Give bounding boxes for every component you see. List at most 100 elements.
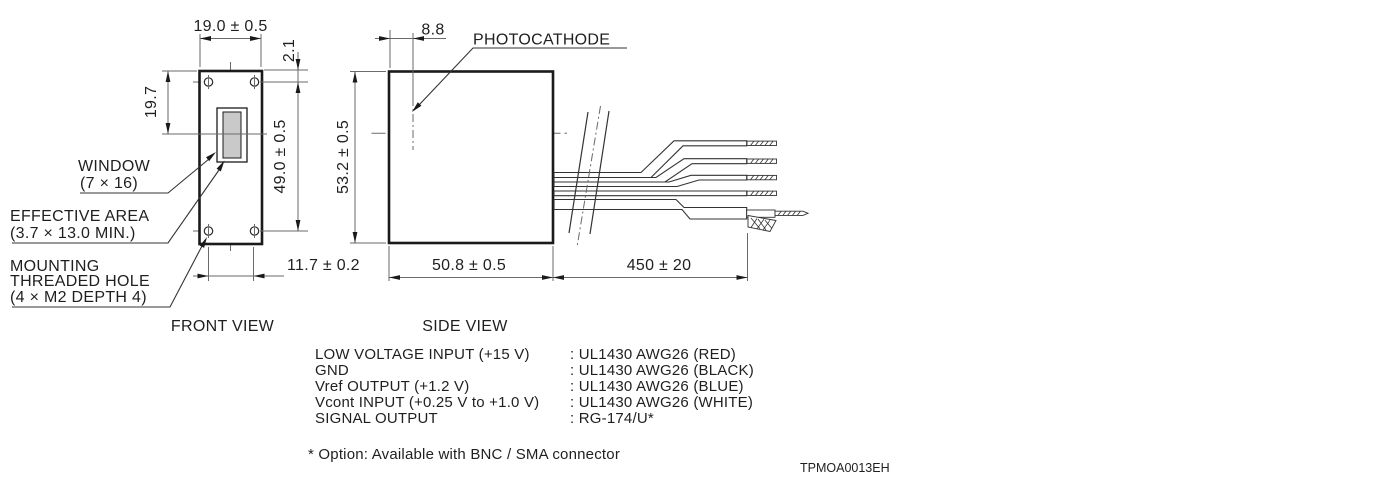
hatch [754, 175, 760, 181]
coax-termination [746, 209, 810, 233]
break-line [589, 110, 610, 235]
leader-line [80, 158, 210, 194]
hatch [764, 220, 773, 229]
photocathode-label: PHOTOCATHODE [473, 32, 610, 49]
arrowhead [206, 152, 216, 162]
callout-window: WINDOW (7 × 16) [78, 152, 216, 194]
wiring-row-cable: : UL1430 AWG26 (BLUE) [570, 378, 744, 395]
hatch [792, 210, 796, 216]
hatch [764, 158, 769, 164]
hatch [769, 140, 774, 146]
wiring-row-cable: : UL1430 AWG26 (WHITE) [570, 394, 753, 411]
wiring-row-cable: : RG-174/U* [570, 410, 654, 427]
hatch [754, 158, 760, 164]
document-code: TPMOA0013EH [800, 461, 890, 475]
dim-window-center: 19.7 [143, 70, 197, 134]
hatch [782, 210, 787, 216]
leader-line [418, 47, 627, 106]
hatch [759, 158, 764, 164]
front-view: 19.0 ± 0.5 19.7 2.1 49.0 ± 0.5 [10, 18, 360, 335]
dim-hole-offset-text: 2.1 [281, 39, 298, 62]
coax-braid-shield [747, 214, 777, 233]
wiring-row-cable: : UL1430 AWG26 (RED) [570, 346, 736, 363]
break-centerline [576, 105, 601, 248]
hatch [787, 210, 792, 216]
hatch [750, 217, 761, 230]
dim-hole-spacing-text: 11.7 ± 0.2 [287, 257, 360, 274]
wiring-row-signal: Vcont INPUT (+0.25 V to +1.0 V) [315, 394, 539, 411]
mounting-hole-top-left [203, 75, 214, 89]
cable-break-mark [568, 105, 610, 248]
hatch [769, 190, 774, 196]
front-view-title: FRONT VIEW [171, 318, 275, 335]
callout-effective-area: EFFECTIVE AREA (3.7 × 13.0 MIN.) [10, 160, 225, 244]
dim-hole-spacing: 11.7 ± 0.2 [193, 247, 360, 281]
hatch [764, 140, 769, 146]
callout-mounting-hole: MOUNTING THREADED HOLE (4 × M2 DEPTH 4) [10, 237, 207, 308]
dim-front-height-text: 49.0 ± 0.5 [272, 119, 289, 193]
wiring-row-signal: SIGNAL OUTPUT [315, 410, 438, 427]
dim-side-depth-text: 50.8 ± 0.5 [432, 257, 506, 274]
hatch [750, 175, 755, 181]
coax-cable-jacket [553, 198, 748, 220]
mounting-label-line2: THREADED HOLE [10, 273, 150, 290]
arrowhead [352, 71, 358, 83]
hatch [754, 140, 760, 146]
wiring-table: LOW VOLTAGE INPUT (+15 V) : UL1430 AWG26… [308, 346, 754, 463]
window-label-line2: (7 × 16) [80, 175, 138, 192]
hatch [777, 210, 782, 216]
side-case-outline [387, 70, 555, 245]
hatch [764, 175, 769, 181]
cable-bundle [553, 105, 810, 248]
arrowhead [352, 232, 358, 243]
arrowhead [389, 275, 400, 280]
dim-window-center-text: 19.7 [143, 86, 160, 118]
mounting-hole-bottom-left [203, 224, 214, 238]
dim-side-height-text: 53.2 ± 0.5 [335, 120, 352, 194]
side-view: 8.8 53.2 ± 0.5 50.8 ± 0.5 450 ± 20 [335, 22, 748, 335]
arrowhead [295, 59, 301, 70]
dim-front-width: 19.0 ± 0.5 [193, 18, 267, 67]
arrowhead [736, 275, 748, 280]
effective-area-label-line2: (3.7 × 13.0 MIN.) [10, 225, 136, 242]
hatch [759, 175, 764, 181]
hatch [762, 219, 771, 231]
dim-front-width-text: 19.0 ± 0.5 [193, 18, 267, 35]
hatch [750, 158, 755, 164]
dim-cable-length: 450 ± 20 [553, 233, 748, 281]
wire-white [553, 190, 748, 197]
arrowhead [253, 273, 265, 279]
mounting-label-line3: (4 × M2 DEPTH 4) [10, 289, 147, 306]
arrowhead [542, 275, 553, 280]
arrowhead [379, 36, 390, 41]
hatch [769, 175, 774, 181]
wiring-row-cable: : UL1430 AWG26 (BLACK) [570, 362, 754, 379]
dim-photocathode-offset: 8.8 [375, 22, 446, 68]
effective-area-label-line1: EFFECTIVE AREA [10, 208, 149, 225]
hatch [769, 158, 774, 164]
dim-photocathode-offset-text: 8.8 [421, 22, 444, 39]
dim-front-height: 2.1 49.0 ± 0.5 [260, 39, 308, 232]
dim-side-depth: 50.8 ± 0.5 [388, 246, 554, 281]
break-line [568, 111, 589, 234]
side-view-title: SIDE VIEW [422, 318, 508, 335]
mounting-hole-top-right [249, 75, 260, 89]
arrowhead [165, 123, 171, 134]
hatch [750, 140, 755, 146]
hatch [759, 190, 764, 196]
wiring-row-signal: LOW VOLTAGE INPUT (+15 V) [315, 346, 530, 363]
mounting-label-line1: MOUNTING [10, 258, 100, 275]
option-note: * Option: Available with BNC / SMA conne… [308, 446, 620, 463]
mounting-hole-bottom-right [249, 224, 260, 238]
hatch [750, 190, 755, 196]
arrowhead [553, 275, 564, 280]
effective-area-region [222, 111, 242, 159]
arrowhead [412, 102, 422, 112]
wire-tip-red [746, 140, 777, 146]
hatch [759, 140, 764, 146]
hatch [750, 218, 758, 228]
hatch [796, 210, 801, 216]
callout-photocathode: PHOTOCATHODE [412, 32, 627, 112]
